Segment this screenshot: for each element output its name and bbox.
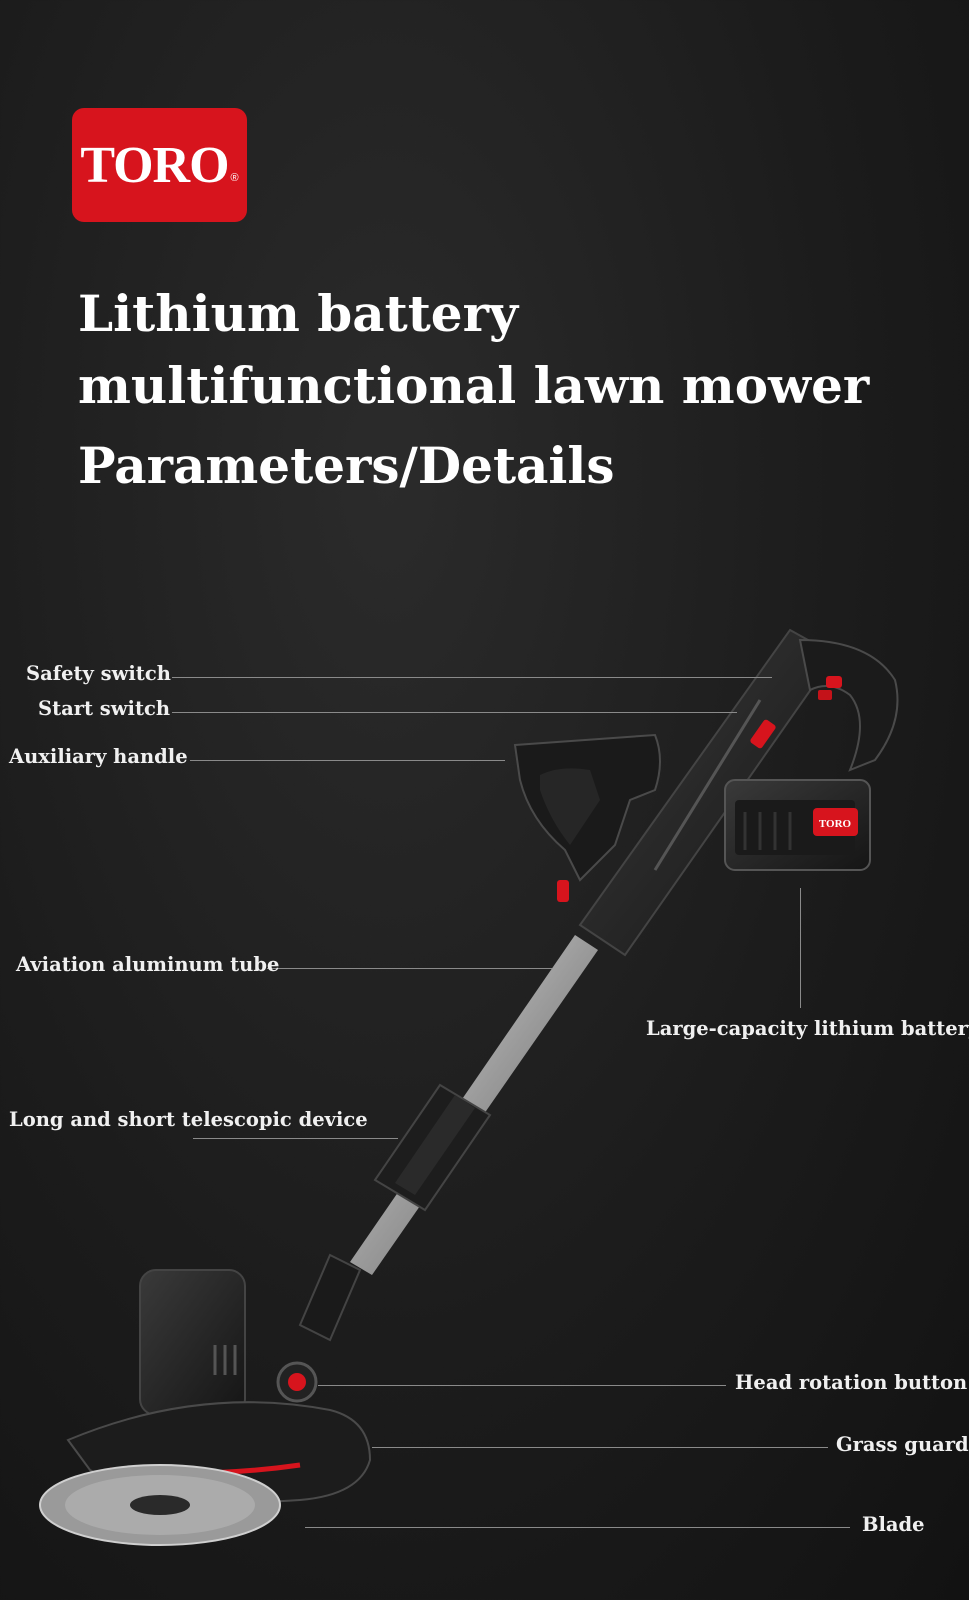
grass-guard-line	[372, 1447, 828, 1448]
toro-logo: TORO ®	[72, 108, 247, 222]
cutting-head	[139, 1253, 362, 1416]
logo-registered-mark: ®	[230, 172, 239, 184]
callout-start-switch: Start switch	[38, 697, 171, 720]
telescopic-line	[193, 1138, 398, 1139]
callout-safety-switch: Safety switch	[26, 662, 171, 685]
callout-telescopic: Long and short telescopic device	[9, 1108, 368, 1131]
safety-switch-button	[826, 676, 842, 688]
battery-pack: TORO	[724, 779, 871, 871]
rear-handle	[798, 638, 899, 772]
callout-head-rotation: Head rotation button	[735, 1371, 968, 1394]
auxiliary-handle-line	[190, 760, 505, 761]
telescopic-collar	[373, 1083, 492, 1212]
svg-text:TORO: TORO	[819, 818, 852, 830]
callout-aviation-tube: Aviation aluminum tube	[16, 953, 280, 976]
battery-line	[800, 888, 801, 1008]
page-subtitle: Parameters/Details	[78, 436, 615, 495]
start-switch-line	[172, 712, 737, 713]
blade-line	[305, 1527, 850, 1528]
aviation-tube-line	[267, 968, 552, 969]
callout-auxiliary-handle: Auxiliary handle	[9, 745, 188, 768]
head-rotation-line	[318, 1385, 726, 1386]
callout-blade: Blade	[862, 1513, 925, 1536]
safety-switch-line	[172, 677, 772, 678]
page-title: Lithium battery multifunctional lawn mow…	[78, 284, 870, 415]
callout-battery: Large-capacity lithium battery	[646, 1017, 969, 1040]
logo-text: TORO	[80, 136, 229, 194]
callout-grass-guard: Grass guard	[836, 1433, 969, 1456]
start-switch-button	[818, 690, 832, 700]
